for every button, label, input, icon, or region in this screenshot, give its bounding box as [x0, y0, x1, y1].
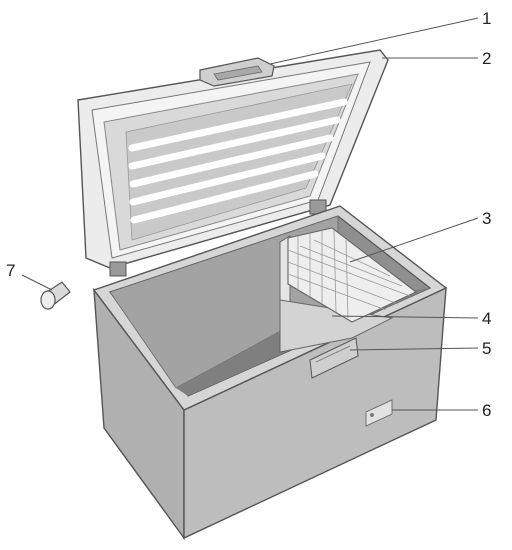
control-panel-icon: [309, 337, 359, 379]
callout-1: 1: [482, 9, 491, 28]
lid-stripes: [128, 98, 348, 224]
callout-5: 5: [482, 339, 491, 358]
drain-plug-icon: [40, 281, 71, 310]
rating-plate-icon: [365, 399, 393, 427]
callout-7: 7: [6, 261, 15, 280]
wire-basket-icon: [287, 227, 418, 323]
callout-4: 4: [482, 309, 491, 328]
leader-3: [349, 217, 479, 263]
freezer-lid: [77, 49, 389, 269]
callout-numbers: 1 2 3 4 5 6 7: [6, 9, 491, 420]
hinge-left: [109, 261, 127, 277]
leader-7: [21, 274, 53, 291]
callout-6: 6: [482, 401, 491, 420]
leader-1: [269, 17, 479, 65]
callout-2: 2: [482, 49, 491, 68]
freezer-cabinet: [92, 205, 448, 541]
leader-4: [331, 315, 479, 319]
lid-handle-icon: [199, 57, 275, 87]
leader-5: [349, 347, 479, 351]
callout-leaders: [21, 17, 479, 411]
callout-3: 3: [482, 209, 491, 228]
